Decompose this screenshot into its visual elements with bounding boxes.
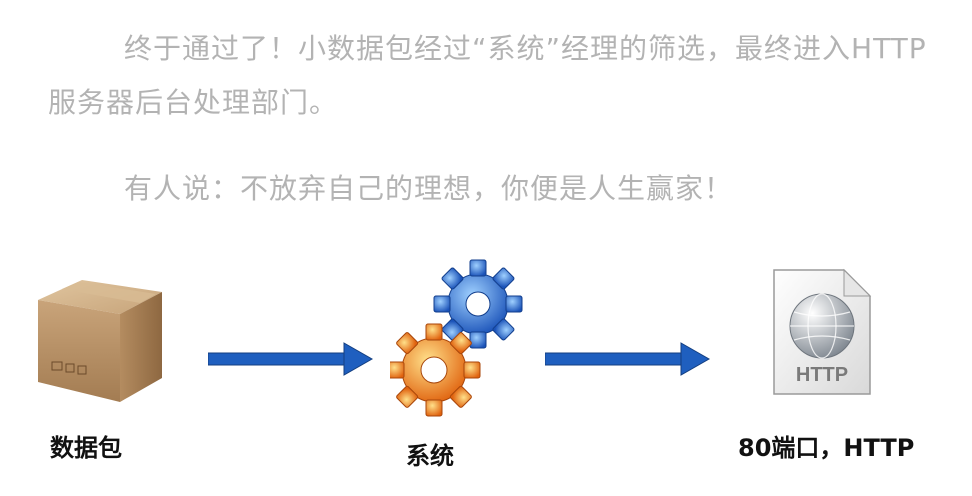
intro-paragraph-2: 有人说：不放弃自己的理想，你便是人生赢家！ <box>124 172 734 205</box>
http-globe-document-icon: HTTP <box>770 268 874 398</box>
flow-arrow-1 <box>207 340 374 382</box>
intro-paragraph-1: 终于通过了！小数据包经过“系统”经理的筛选，最终进入HTTP服务器后台处理部门。 <box>48 32 927 119</box>
node-label-system: 系统 <box>406 442 454 470</box>
node-label-packet: 数据包 <box>50 434 122 462</box>
http-badge: HTTP <box>795 364 849 386</box>
gears-icon <box>387 258 526 418</box>
flow-arrow-2 <box>544 340 711 382</box>
cardboard-box-icon <box>30 270 168 408</box>
node-label-http-port: 80端口，HTTP <box>738 434 915 462</box>
